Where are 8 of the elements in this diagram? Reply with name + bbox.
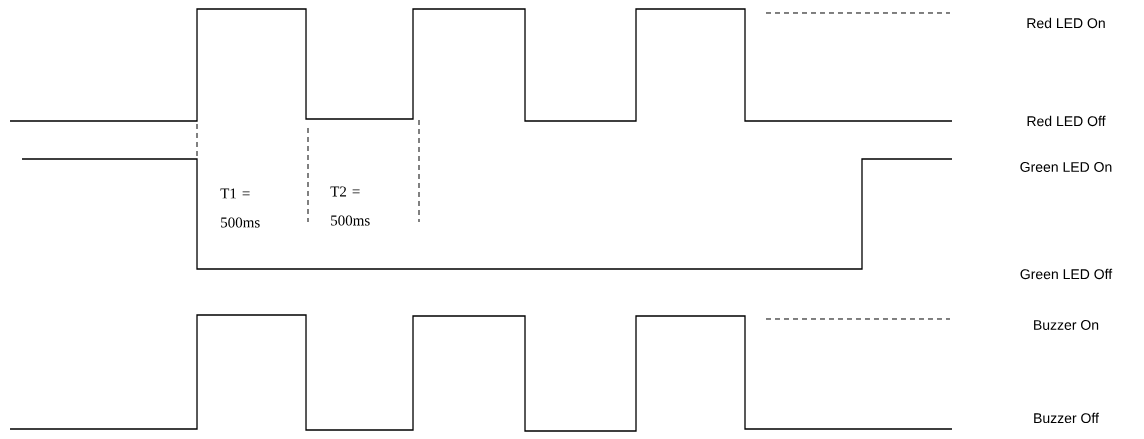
signal-label: Buzzer Off (1034, 412, 1099, 424)
timing-label: T2 = 500ms (330, 186, 370, 226)
signal-label: Green LED Off (1020, 268, 1113, 280)
signal-label: Green LED On (1020, 162, 1112, 172)
timing-label: T1 = 500ms (220, 188, 260, 228)
signal-label: Red LED Off (1027, 115, 1106, 127)
signal-label: Red LED On (1027, 17, 1105, 29)
signal-label: Buzzer On (1034, 320, 1099, 330)
